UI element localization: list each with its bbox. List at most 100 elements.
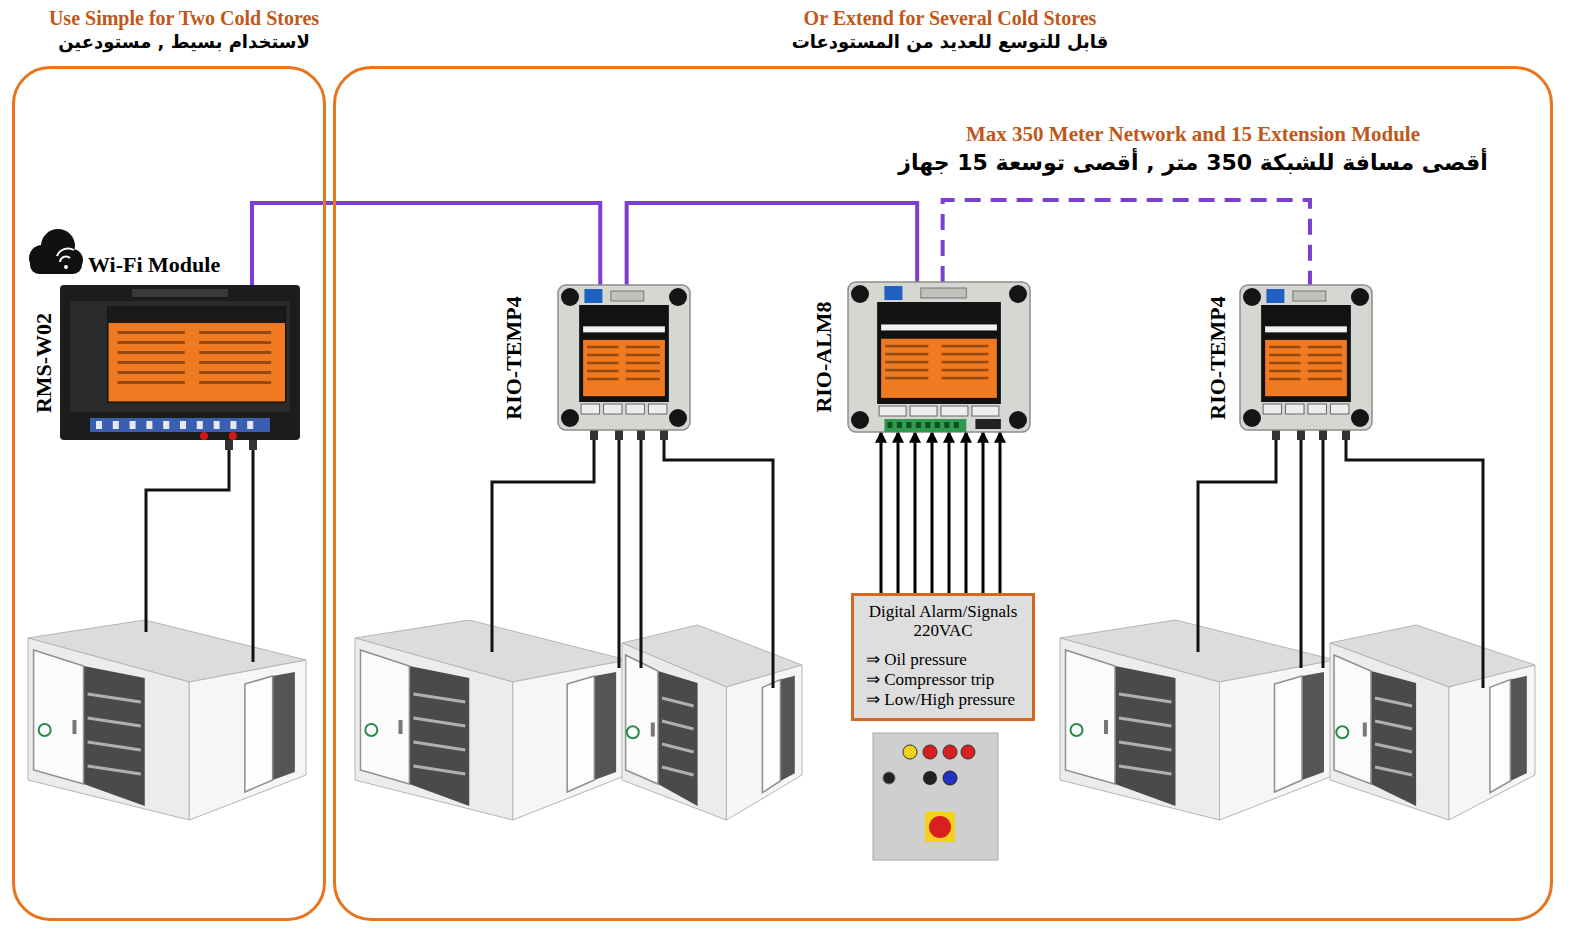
print-line xyxy=(1308,362,1342,365)
side-opening xyxy=(1302,672,1324,780)
module-picture xyxy=(1240,285,1372,430)
cable-plug xyxy=(1272,430,1280,440)
alarm-input xyxy=(982,432,985,593)
store-opening xyxy=(409,666,469,806)
cloud-icon xyxy=(29,229,83,274)
print-line xyxy=(626,362,660,365)
housing xyxy=(1240,285,1372,430)
store-shelf xyxy=(662,744,694,752)
label-plate xyxy=(1265,340,1347,396)
store-shelf xyxy=(1119,742,1172,750)
store-side xyxy=(513,660,627,820)
screw xyxy=(851,411,869,429)
module-name: RIO-TEMP4 xyxy=(502,296,526,419)
sensor-port xyxy=(581,404,599,414)
alarm-signal-box: Digital Alarm/Signals 220VAC⇒ Oil pressu… xyxy=(851,593,1035,721)
sensor-port xyxy=(941,406,968,416)
input-terminal xyxy=(884,419,966,432)
screen-band xyxy=(108,307,286,323)
door-handle xyxy=(72,720,76,734)
store-shelf xyxy=(413,718,465,726)
store-shelf xyxy=(1119,766,1172,774)
store-shelf xyxy=(1375,721,1412,729)
print-line xyxy=(1308,370,1342,373)
control-panel xyxy=(873,733,998,860)
terminal-slot xyxy=(906,422,911,428)
panel-lamp xyxy=(923,745,937,759)
alarm-input xyxy=(965,432,968,593)
screw xyxy=(1009,411,1027,429)
screw xyxy=(561,409,579,427)
slot xyxy=(132,289,228,297)
store-shelf xyxy=(413,766,465,774)
store-opening xyxy=(84,666,145,806)
terminal xyxy=(180,421,186,429)
side-opening xyxy=(594,672,616,780)
screw xyxy=(851,285,869,303)
terminal-block xyxy=(884,286,902,300)
side-opening xyxy=(1510,676,1526,781)
sensor-cable xyxy=(252,440,255,662)
led xyxy=(200,432,208,440)
connector xyxy=(611,291,644,301)
cloud-part xyxy=(30,254,82,274)
store-door xyxy=(34,650,84,784)
alarm-input xyxy=(897,432,900,593)
print-line xyxy=(199,371,271,374)
store-shelf xyxy=(88,694,141,702)
cable-plug xyxy=(225,440,233,450)
sensor-port xyxy=(910,406,937,416)
extension-module: RIO-TEMP4 xyxy=(1240,285,1372,430)
store-side xyxy=(726,665,802,820)
store-shelf xyxy=(413,694,465,702)
store-shelf xyxy=(662,767,694,775)
sensor-cable xyxy=(664,430,773,688)
terminal xyxy=(163,421,169,429)
sensor-cable xyxy=(1322,430,1325,668)
print-line xyxy=(587,370,618,373)
print-line xyxy=(941,361,988,364)
terminal xyxy=(214,421,220,429)
store-opening xyxy=(1371,671,1416,806)
print-line xyxy=(1308,346,1342,349)
sensor-port xyxy=(1263,404,1281,414)
print-line xyxy=(941,353,988,356)
print-line xyxy=(626,346,660,349)
label-plate xyxy=(881,339,997,398)
sensor-port xyxy=(604,404,622,414)
sensor-port xyxy=(879,406,906,416)
door-handle xyxy=(1363,723,1367,737)
side-door xyxy=(567,676,594,792)
network-cable xyxy=(943,200,1310,285)
url-strip xyxy=(881,324,997,330)
store-side xyxy=(1220,660,1336,820)
module-name: RIO-TEMP4 xyxy=(1206,296,1230,419)
region-heading: Use Simple for Two Cold Storesلاستخدام ب… xyxy=(49,6,319,54)
region-subtitle: لاستخدام بسيط , مستودعين xyxy=(49,30,319,54)
print-line xyxy=(885,345,928,348)
module-name: RIO-TEMP4 xyxy=(1206,296,1230,419)
terminal-block xyxy=(975,419,1000,429)
alarm-input xyxy=(999,432,1002,593)
print-line xyxy=(885,353,928,356)
print-line xyxy=(118,331,185,334)
print-line xyxy=(118,351,185,354)
door-logo xyxy=(627,726,639,738)
terminal-slot xyxy=(925,422,930,428)
terminal-slot xyxy=(887,422,892,428)
store-side xyxy=(189,660,306,820)
terminal xyxy=(197,421,203,429)
door-handle xyxy=(1104,720,1108,734)
store-shelf xyxy=(413,742,465,750)
module-name: RIO-ALM8 xyxy=(812,301,836,412)
sensor-cable xyxy=(1346,430,1483,688)
signal-item: ⇒ Compressor trip xyxy=(862,670,1024,690)
terminal-slot xyxy=(897,422,902,428)
door-logo xyxy=(39,724,51,736)
terminal xyxy=(146,421,152,429)
signal-item: ⇒ Oil pressure xyxy=(862,650,1024,670)
frame xyxy=(70,301,290,412)
store-shelf xyxy=(1375,698,1412,706)
print-line xyxy=(1269,362,1300,365)
network-note: أقصى مسافة للشبكة 350 متر , أقصى توسعة 1… xyxy=(898,150,1487,175)
